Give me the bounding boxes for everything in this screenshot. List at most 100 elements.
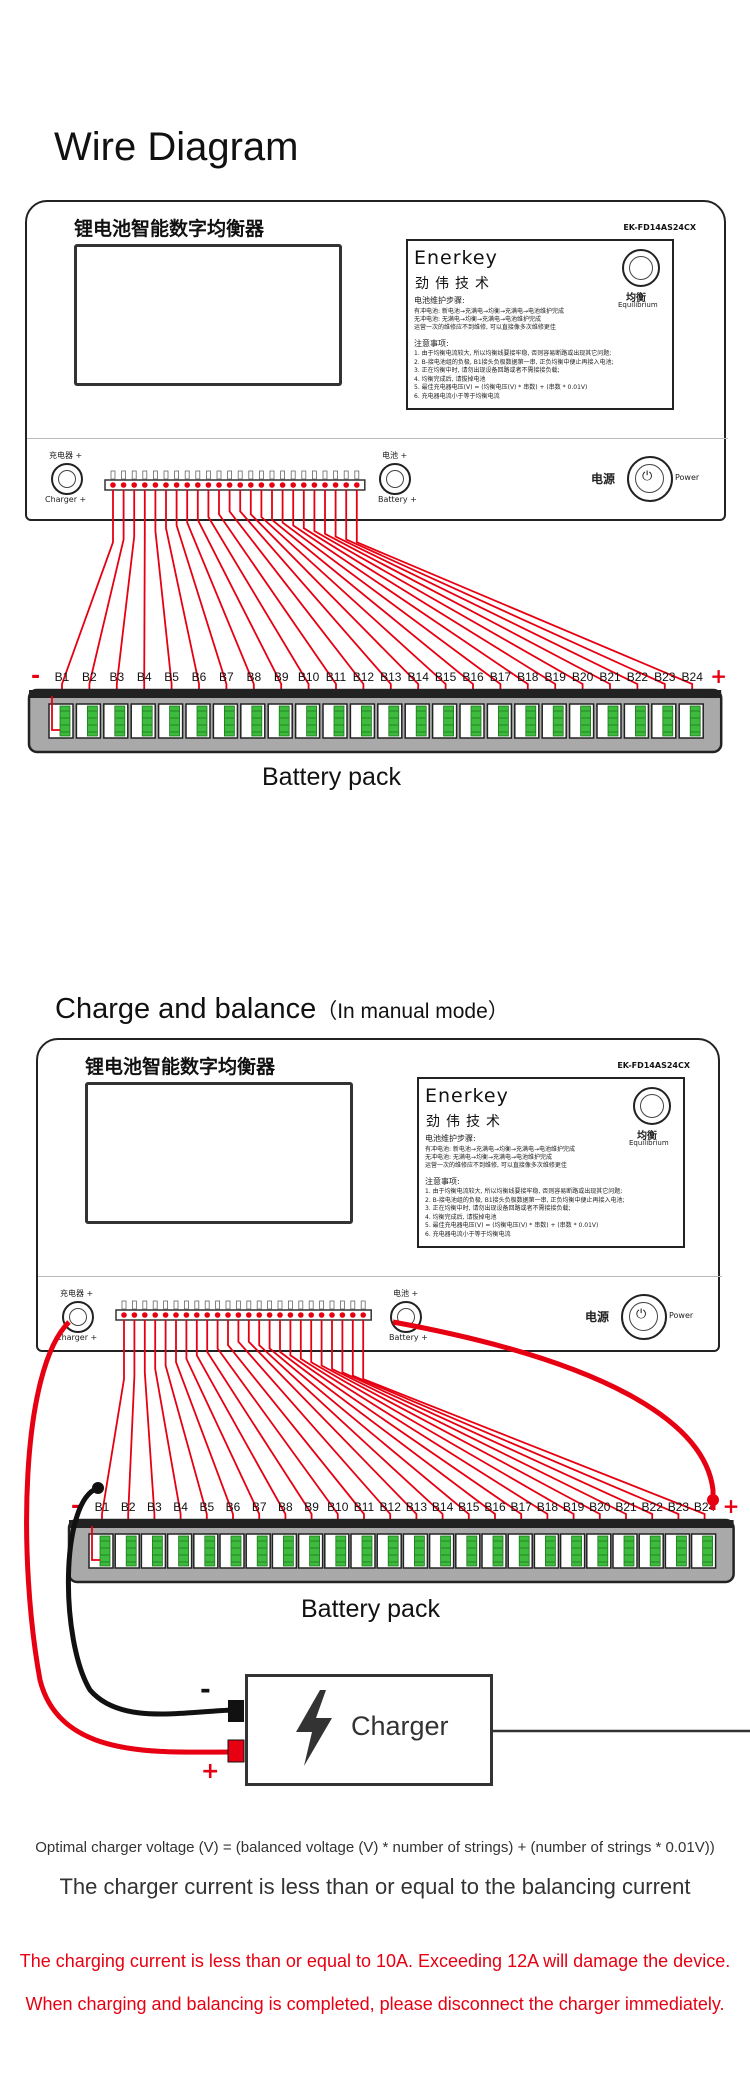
charger-plus-lead xyxy=(24,1320,234,1755)
connector-dot xyxy=(279,482,286,488)
connector-pin-2 xyxy=(204,1300,210,1310)
minus-lead-2 xyxy=(91,1526,100,1561)
equilibrium-knob-2 xyxy=(633,1087,671,1125)
connector-dot xyxy=(343,482,350,488)
cell-label-b15-2: B15 xyxy=(458,1500,480,1514)
cell-terminal-2 xyxy=(99,1535,111,1567)
connector-dot-2 xyxy=(360,1312,367,1318)
cell-label-b5-2: B5 xyxy=(199,1500,214,1514)
connector-pin xyxy=(131,470,137,480)
step-line-2: 无冲电池: 无满电→均衡→充满电→电池维护完成 xyxy=(425,1154,553,1161)
power-button-2[interactable]: ⏻ xyxy=(621,1294,667,1340)
cell-label-b14: B14 xyxy=(408,670,430,684)
note-line-2: 2. B-接电池组的负极, B1接头负极数据第一串, 正负均衡中便止再接入电池; xyxy=(425,1196,625,1204)
connector-pin-2 xyxy=(339,1300,345,1310)
cell-terminal xyxy=(306,705,318,737)
cell-terminal-2 xyxy=(597,1535,609,1567)
cell-label-b12-2: B12 xyxy=(380,1500,402,1514)
connector-dot-2 xyxy=(214,1312,221,1318)
connector-pin-2 xyxy=(152,1300,158,1310)
device-divider xyxy=(27,438,728,439)
cell-label-b8-2: B8 xyxy=(278,1500,293,1514)
minus-lead xyxy=(51,696,60,731)
cell-label-b15: B15 xyxy=(435,670,457,684)
charge-balance-title: Charge and balance（In manual mode） xyxy=(55,993,509,1026)
connector-pin xyxy=(227,470,233,480)
connector-dot-2 xyxy=(235,1312,242,1318)
cell-terminal xyxy=(114,705,126,737)
cell-label-b12: B12 xyxy=(353,670,375,684)
cell-terminal xyxy=(388,705,400,737)
cell-terminal-2 xyxy=(545,1535,556,1567)
cell-label-b16: B16 xyxy=(462,670,484,684)
step-line: 有冲电池: 新电池→充满电→均衡→充满电→电池维护完成 xyxy=(414,308,565,315)
connector-dot-2 xyxy=(256,1312,263,1318)
cell-label-b10-2: B10 xyxy=(327,1500,349,1514)
connector-pin-2 xyxy=(277,1300,283,1310)
notes-heading: 注意事项: xyxy=(414,339,449,348)
connector-pin-2 xyxy=(329,1300,335,1310)
pack-minus-sign: - xyxy=(31,664,40,689)
device-screen-2 xyxy=(85,1082,353,1224)
equilibrium-en: Equilibrium xyxy=(618,301,658,309)
note-line: 3. 正在均衡中时, 请勿出现设备回路或者不需接接负载; xyxy=(414,367,560,374)
connector-pin-2 xyxy=(360,1300,366,1310)
brand-logo: Enerkey xyxy=(414,247,498,269)
connector-dot-2 xyxy=(142,1312,148,1318)
connector-pin-2 xyxy=(173,1300,179,1310)
cell-label-b20-2: B20 xyxy=(589,1500,611,1514)
cell-label-b21-2: B21 xyxy=(615,1500,637,1514)
cell-label-b18-2: B18 xyxy=(537,1500,559,1514)
cell-terminal-2 xyxy=(649,1535,661,1567)
connector-dot-2 xyxy=(183,1312,190,1318)
charger-plus-sign: + xyxy=(201,1759,219,1784)
connector-dot xyxy=(354,482,360,488)
pack-plus-sign-2: + xyxy=(723,1494,740,1518)
cell-terminal-2 xyxy=(178,1535,190,1567)
charger-label: Charger xyxy=(351,1711,449,1741)
step-line: 运营一次的维修应不到维修, 可以直接像多次维修更佳 xyxy=(414,324,556,331)
cell-terminal-2 xyxy=(571,1535,582,1567)
connector-pin-2 xyxy=(142,1300,148,1310)
connector-pin xyxy=(333,470,339,480)
connector-pin-2 xyxy=(194,1300,200,1310)
power-button[interactable]: ⏻ xyxy=(627,456,673,502)
equilibrium-cn: 均衡 xyxy=(626,293,646,304)
power-button-inner-2 xyxy=(629,1302,658,1331)
connector-pin-2 xyxy=(121,1300,127,1310)
model-number-2: EK-FD14AS24CX xyxy=(617,1061,690,1070)
step-line: 无冲电池: 无满电→均衡→充满电→电池维护完成 xyxy=(414,316,542,323)
cell-label-b3-2: B3 xyxy=(147,1500,162,1514)
connector-pin-2 xyxy=(267,1300,273,1310)
connector-dot xyxy=(248,482,254,488)
charger-port-2 xyxy=(62,1301,94,1333)
cell-terminal-2 xyxy=(282,1535,294,1567)
balance-connector xyxy=(104,479,366,491)
connector-dot xyxy=(290,482,297,488)
connector-dot-2 xyxy=(287,1312,294,1318)
cell-terminal xyxy=(497,705,509,737)
charger-port-cn-2: 充电器 + xyxy=(60,1289,94,1298)
cell-terminal xyxy=(415,705,427,737)
brand-cn: 劲伟技术 xyxy=(415,276,495,292)
connector-pin xyxy=(301,470,307,480)
connector-pin xyxy=(248,470,254,480)
cell-label-b20: B20 xyxy=(572,670,594,684)
cell-terminal-2 xyxy=(204,1535,216,1567)
cell-terminal xyxy=(689,705,701,737)
cell-terminal-2 xyxy=(125,1535,137,1567)
cell-label-b6-2: B6 xyxy=(226,1500,241,1514)
cell-label-b21: B21 xyxy=(599,670,621,684)
power-button-inner xyxy=(635,464,664,493)
cell-terminal-2 xyxy=(151,1535,163,1567)
cell-terminal-2 xyxy=(309,1535,321,1567)
cell-label-b23-2: B23 xyxy=(668,1500,690,1514)
connector-pin xyxy=(258,470,264,480)
connector-pin-2 xyxy=(256,1300,262,1310)
cell-label-b5: B5 xyxy=(164,670,179,684)
note-line-2: 6. 充电器电流小于等于均衡电流 xyxy=(425,1230,511,1238)
power-en-2: Power xyxy=(669,1311,694,1320)
cell-terminal-2 xyxy=(230,1535,242,1567)
note-line: 5. 最佳充电器电压(V) = (均衡电压(V) * 串数) + (串数 * 0… xyxy=(414,384,588,391)
